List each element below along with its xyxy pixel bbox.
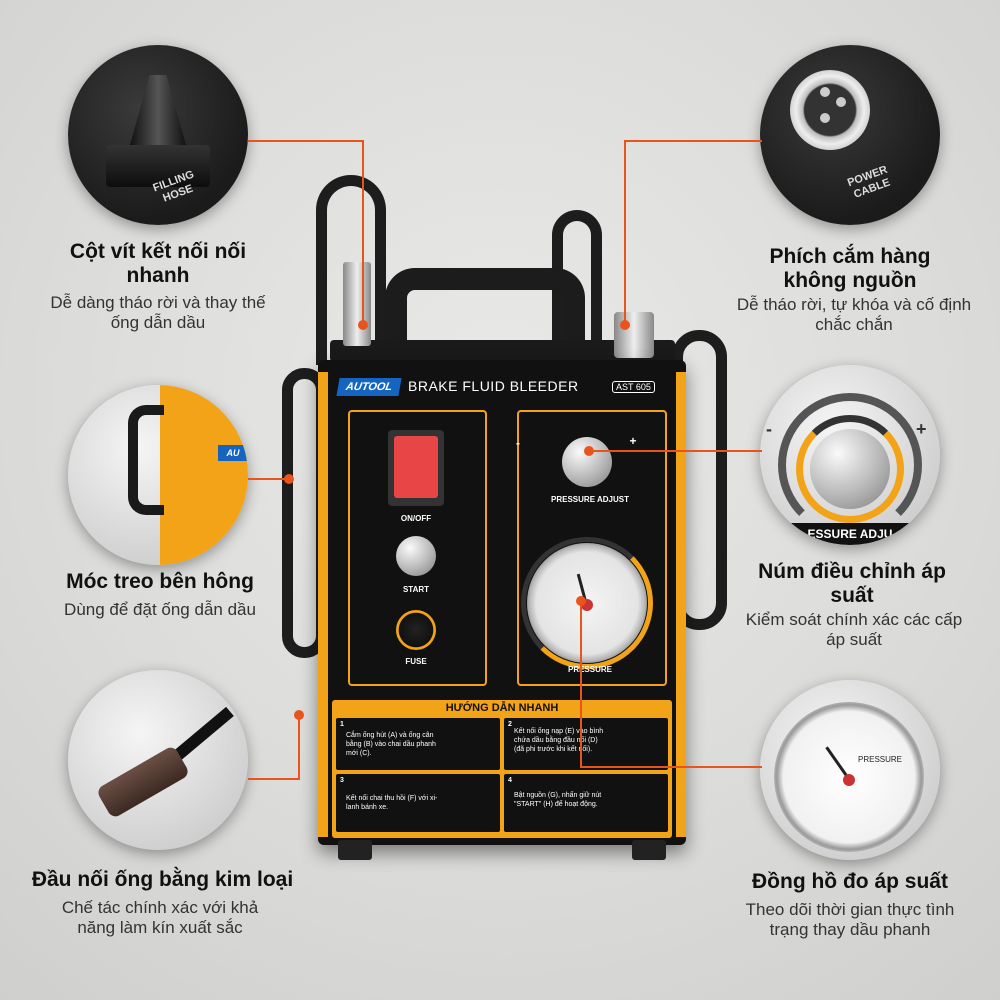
metal-connector-leader-v — [298, 715, 300, 780]
pressure-knob-yellow-ring — [796, 415, 904, 523]
power-switch-rocker[interactable] — [394, 436, 438, 498]
quick-guide-panel: HƯỚNG DẪN NHANH 1 Cắm ống hút (A) và ống… — [332, 700, 672, 838]
machine-side-right — [676, 372, 686, 837]
knob-plus-label: + — [629, 434, 637, 448]
machine-side-left — [318, 372, 328, 837]
pressure-gauge-leader-h — [580, 766, 762, 768]
power-plug-image: POWER CABLE — [760, 45, 940, 225]
guide-step-2-box — [504, 718, 668, 770]
pressure-gauge-title: Đồng hồ đo áp suất — [752, 870, 948, 893]
guide-step-4-num: 4 — [508, 777, 512, 784]
quick-connector-leader-h — [248, 140, 364, 142]
quick-connector-nozzle — [130, 75, 186, 145]
guide-step-1-text: Cắm ống hút (A) và ống cân bằng (B) vào … — [346, 732, 436, 757]
pressure-adjust-label: PRESSURE ADJUST — [551, 495, 629, 504]
pressure-knob-dot — [584, 446, 594, 456]
pressure-gauge-image: PRESSURE — [760, 680, 940, 860]
fuse-label: FUSE — [405, 657, 427, 666]
start-button[interactable] — [396, 536, 436, 576]
power-plug-pin-3 — [820, 113, 830, 123]
power-socket-fitting[interactable] — [614, 312, 654, 358]
pressure-knob-minus: - — [766, 419, 772, 439]
guide-step-1-box — [336, 718, 500, 770]
pressure-knob-arc — [778, 393, 922, 537]
left-hose-loop — [316, 175, 386, 365]
quick-connector-hexnut — [106, 145, 210, 187]
pressure-gauge-desc: Theo dõi thời gian thực tình trạng thay … — [745, 900, 955, 940]
left-control-panel — [348, 410, 487, 686]
guide-step-3-box — [336, 774, 500, 832]
pressure-gauge-label: PRESSURE — [858, 755, 903, 764]
side-hook-logo: AU — [218, 445, 248, 461]
pressure-gauge-leader-v — [580, 600, 582, 768]
pressure-knob-leader — [590, 450, 762, 452]
side-hook-desc: Dùng để đặt ống dẫn dầu — [64, 600, 256, 619]
start-label: START — [402, 585, 430, 594]
filling-hose-fitting[interactable] — [343, 262, 371, 346]
machine-title: BRAKE FLUID BLEEDER — [408, 378, 579, 394]
pressure-adjust-knob[interactable] — [562, 437, 612, 487]
pressure-gauge-dot — [576, 596, 586, 606]
guide-step-4-text: Bật nguồn (G), nhấn giữ nút "START" (H) … — [514, 792, 602, 808]
guide-step-4-box — [504, 774, 668, 832]
power-plug-pin-1 — [820, 87, 830, 97]
quick-connector-image: FILLING HOSE — [68, 45, 248, 225]
quick-connector-title: Cột vít kết nối nối nhanh — [69, 240, 247, 288]
pressure-knob-label: ESSURE ADJU — [760, 523, 940, 545]
power-plug-socket — [790, 70, 870, 150]
metal-connector-desc: Chế tác chính xác với khả năng làm kín x… — [61, 898, 259, 938]
side-hook-title: Móc treo bên hông — [66, 570, 254, 593]
pressure-knob-image: - + ESSURE ADJU — [760, 365, 940, 545]
power-cable-label: POWER CABLE — [845, 163, 892, 201]
pressure-knob-cap — [810, 429, 890, 509]
metal-connector-coupler — [95, 744, 191, 820]
pressure-knob-plus: + — [916, 419, 927, 439]
metal-connector-image — [68, 670, 248, 850]
pressure-knob-title: Núm điều chỉnh áp suất — [758, 560, 946, 608]
power-plug-leader-h — [624, 140, 762, 142]
guide-step-3-num: 3 — [340, 777, 344, 784]
onoff-label: ON/OFF — [400, 514, 432, 523]
power-switch[interactable] — [388, 430, 444, 506]
carry-handle[interactable] — [385, 268, 585, 353]
quick-guide-title: HƯỚNG DẪN NHANH — [445, 702, 559, 714]
metal-connector-title: Đầu nối ống bằng kim loại — [31, 868, 294, 891]
knob-minus-label: - — [516, 436, 520, 450]
metal-connector-leader-h — [248, 778, 300, 780]
pressure-gauge-hub — [843, 774, 855, 786]
brand-logo: AUTOOL — [336, 378, 402, 396]
power-plug-title: Phích cắm hàng không nguồn — [769, 245, 931, 293]
power-plug-leader-v — [624, 140, 626, 325]
side-hook-dot — [284, 474, 294, 484]
side-hook-leader — [248, 478, 290, 480]
quick-connector-leader-v — [362, 140, 364, 325]
side-hook-body — [160, 385, 248, 565]
gauge-ring — [521, 537, 653, 669]
side-hook-bracket — [128, 405, 164, 515]
metal-connector-dot — [294, 710, 304, 720]
quick-connector-desc: Dễ dàng tháo rời và thay thế ống dẫn dầu — [50, 293, 266, 333]
pressure-knob-desc: Kiểm soát chính xác các cấp áp suất — [745, 610, 963, 650]
right-control-panel — [517, 410, 667, 686]
model-badge: AST 605 — [612, 381, 655, 393]
machine-foot-left — [338, 840, 372, 860]
guide-step-3-text: Kết nối chai thu hồi (F) với xi-lanh bán… — [346, 795, 438, 811]
pressure-label: PRESSURE — [567, 665, 612, 674]
guide-step-2-num: 2 — [508, 721, 512, 728]
power-plug-desc: Dễ tháo rời, tự khóa và cố định chắc chắ… — [736, 295, 972, 335]
power-plug-pin-2 — [836, 97, 846, 107]
machine-top-plate — [330, 340, 675, 362]
side-hook-image: AU — [68, 385, 248, 565]
guide-step-2-text: Kết nối ống nạp (E) vào bình chứa dầu bằ… — [514, 728, 604, 753]
quick-connector-dot — [358, 320, 368, 330]
power-plug-dot — [620, 320, 630, 330]
machine-foot-right — [632, 840, 666, 860]
pressure-gauge — [527, 543, 647, 663]
fuse-holder[interactable] — [396, 610, 436, 650]
guide-step-1-num: 1 — [340, 721, 344, 728]
